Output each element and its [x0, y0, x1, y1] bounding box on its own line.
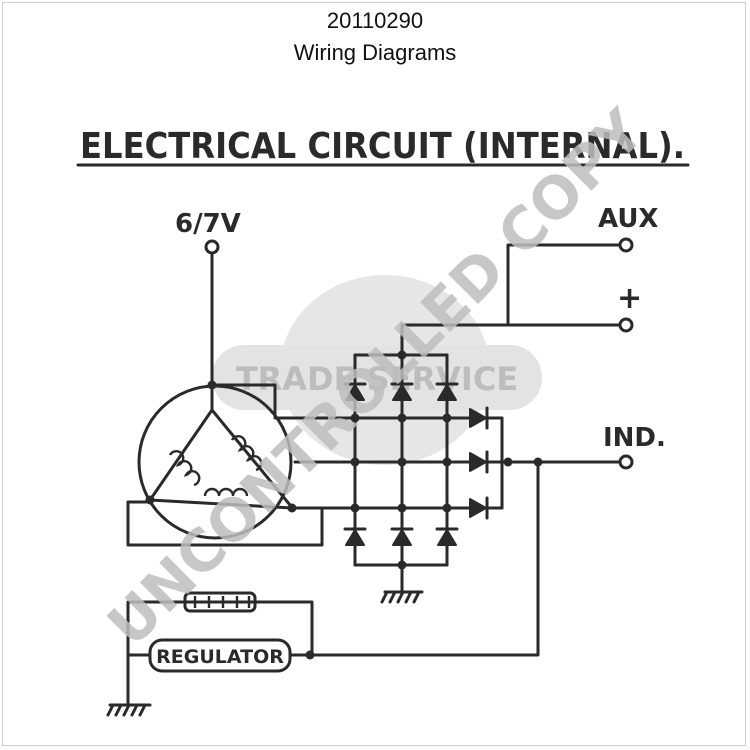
ground-symbol-regulator [106, 703, 147, 717]
voltage-label: 6/7V [175, 209, 241, 239]
aux-label: AUX [598, 204, 658, 234]
terminal-aux [618, 237, 634, 253]
terminal-ind [618, 454, 634, 470]
junction-dots [145, 350, 543, 660]
terminals [204, 237, 634, 470]
plus-label: + [617, 281, 642, 316]
regulator-box: REGULATOR [148, 638, 292, 673]
terminal-6-7v [204, 239, 220, 255]
ind-label: IND. [603, 423, 666, 453]
field-coil [183, 591, 257, 613]
regulator-label: REGULATOR [156, 646, 284, 668]
ground-symbol [380, 590, 421, 604]
watermark-brand: TRADE SERVICE [236, 360, 518, 398]
rectifier-diodes [343, 382, 489, 546]
uncontrolled-copy-stamp: UNCONTROLLED COPY [94, 96, 657, 659]
terminal-plus [618, 317, 634, 333]
document-code: 20110290 [326, 8, 424, 33]
circuit-title: ELECTRICAL CIRCUIT (INTERNAL). [80, 126, 685, 167]
document-subtitle: Wiring Diagrams [293, 40, 457, 65]
